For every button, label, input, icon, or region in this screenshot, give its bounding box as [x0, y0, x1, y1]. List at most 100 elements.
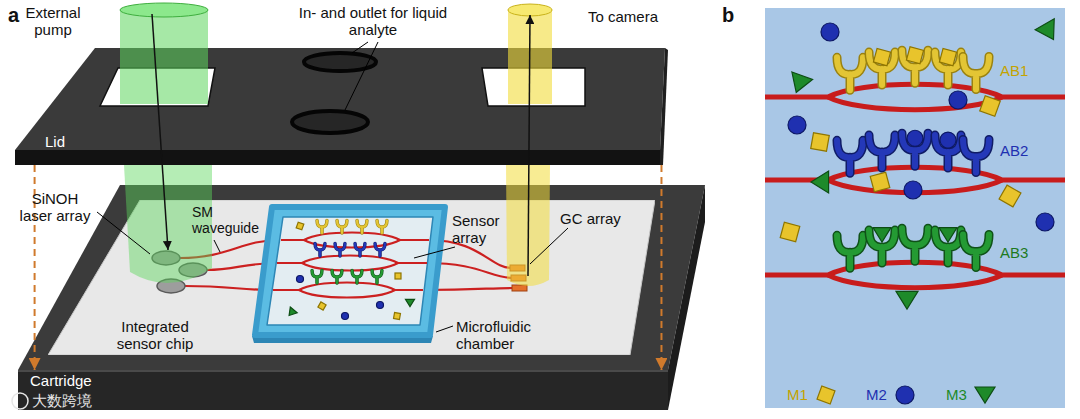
label-holder: AB3: [1000, 244, 1028, 261]
legend-label: M1: [787, 386, 808, 403]
sphere-molecule: [904, 181, 922, 199]
sensor-interferometer: [273, 270, 423, 297]
antibody: [902, 228, 928, 261]
leader-line: [352, 42, 368, 53]
watermark-logo: [12, 393, 28, 409]
laser: [157, 279, 185, 293]
emission-beam: [506, 165, 550, 286]
waveguide-upper-arm: [765, 167, 1065, 180]
cube-molecule: [980, 96, 1001, 117]
antibody: [357, 220, 367, 233]
grating-coupler: [512, 285, 527, 291]
label-holder: SM waveguide: [192, 204, 262, 236]
antibody-label: AB2: [1000, 142, 1028, 159]
antibody-outline: [332, 270, 342, 283]
sphere-molecule: [821, 23, 839, 41]
callout-label: In- and outlet for liquid analyte: [298, 4, 448, 39]
cartridge-tray-top: [18, 185, 705, 370]
cube-molecule: [394, 313, 401, 320]
legend-label: M2: [866, 386, 887, 403]
sphere-molecule: [297, 276, 304, 283]
triangle-molecule: [286, 307, 298, 318]
label-holder: External pump: [14, 4, 92, 39]
antibody: [963, 57, 989, 90]
antibody: [902, 133, 928, 166]
antibody: [352, 270, 362, 283]
antibody-outline: [317, 220, 327, 233]
leader-line: [214, 240, 220, 252]
antibody: [355, 243, 365, 256]
emission-beam: [508, 10, 552, 104]
waveguide-lower-arm: [828, 97, 1002, 110]
leader-line: [414, 247, 455, 258]
label-holder: 大数跨境: [32, 392, 92, 409]
antibody: [377, 220, 387, 233]
lid-plate: Lid: [15, 48, 668, 165]
sphere-molecule: [1036, 213, 1054, 231]
leader-line: [97, 212, 150, 254]
triangle-molecule: [406, 299, 415, 306]
node-shape: [18, 370, 668, 410]
beam-direction: [528, 15, 530, 276]
callout-label: To camera: [588, 8, 658, 25]
free-molecules: [780, 19, 1063, 309]
label-holder: b: [722, 4, 734, 27]
panel-letter: b: [722, 4, 734, 27]
sm-waveguide: [426, 263, 513, 278]
cube-molecule: [811, 133, 830, 152]
antibody: [935, 135, 961, 168]
microfluidic-chamber: [255, 207, 445, 335]
watermark: 大数跨境: [32, 392, 92, 409]
sm-waveguide: [185, 286, 272, 290]
sphere-molecule: [342, 313, 349, 320]
antibody-outline: [375, 243, 385, 256]
antibody-outline: [902, 228, 928, 261]
cube-molecule: [296, 222, 304, 230]
antibody-outline: [963, 235, 989, 268]
sphere-molecule: [949, 91, 967, 109]
triangle-molecule: [975, 387, 995, 403]
triangle-molecule: [1035, 19, 1063, 45]
cube-molecule: [873, 49, 890, 66]
antibody: [372, 270, 382, 283]
sensor-interferometer: [277, 243, 427, 270]
antibody-outline: [837, 235, 863, 268]
label-holder: In- and outlet for liquid analyte: [298, 4, 448, 39]
leader-line: [436, 326, 453, 332]
antibody: [963, 140, 989, 173]
cube-molecule: [999, 185, 1021, 207]
sphere-molecule: [788, 116, 806, 134]
node-label: Lid: [45, 133, 65, 150]
node-label: Integrated sensor chip: [110, 318, 200, 353]
legend-label: M3: [946, 386, 967, 403]
antibody: [902, 50, 928, 83]
cartridge-front: [18, 370, 668, 410]
interferometer-row: [765, 130, 1065, 193]
callout-label: SiNOH laser array: [15, 190, 95, 225]
waveguide-upper-arm: [765, 262, 1065, 275]
label-holder: SiNOH laser array: [15, 190, 95, 225]
antibody-outline: [935, 230, 961, 263]
chamber-molecules: [286, 222, 415, 319]
grating-coupler: [511, 275, 526, 281]
waveguide-lower-arm: [828, 180, 1002, 193]
antibody-outline: [869, 230, 895, 263]
antibody-outline: [837, 140, 863, 173]
cube-molecule: [870, 172, 890, 192]
lid-front: [15, 150, 660, 165]
lid-window: [100, 68, 215, 106]
antibody: [837, 57, 863, 90]
grating-coupler: [510, 265, 525, 271]
antibody-outline: [935, 52, 961, 85]
antibody-outline: [357, 220, 367, 233]
antibody: [869, 135, 895, 168]
lid-top: [15, 48, 665, 150]
legend-entry: M2: [866, 384, 918, 406]
panel-letter: a: [8, 4, 19, 27]
label-holder: AB1: [1000, 62, 1028, 79]
antibody: [375, 243, 385, 256]
